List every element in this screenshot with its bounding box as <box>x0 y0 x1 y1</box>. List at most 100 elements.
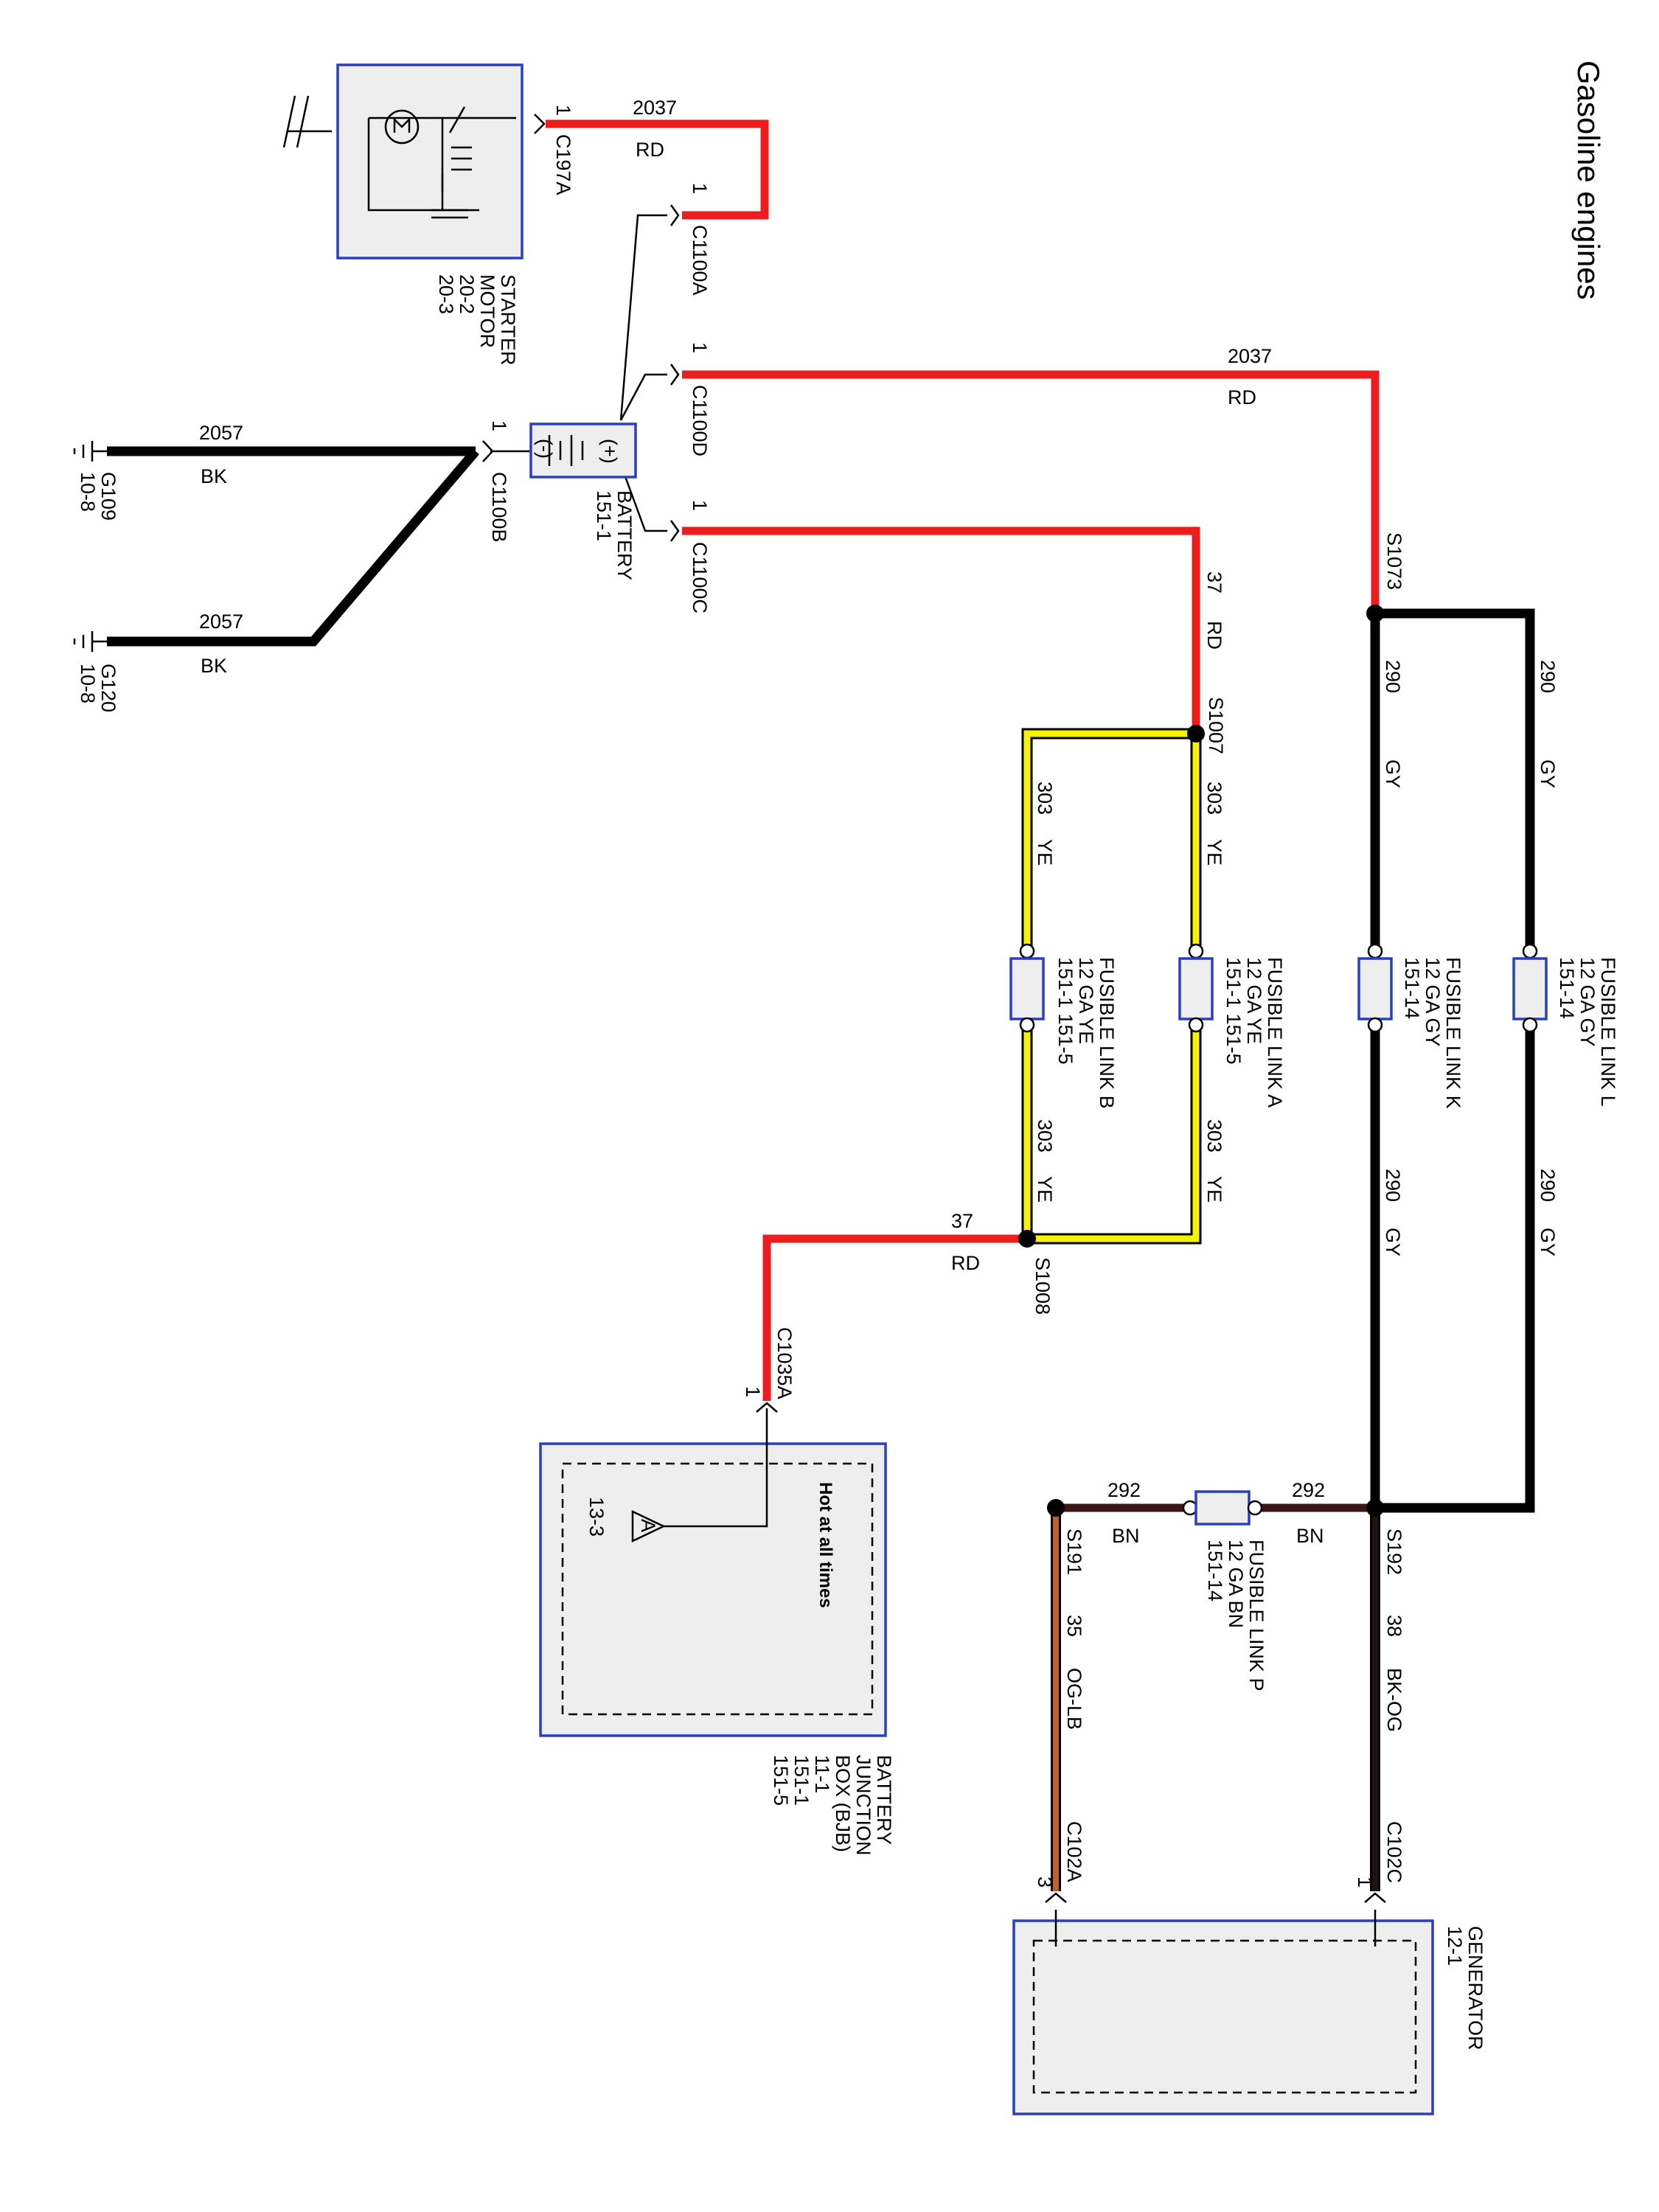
fusible-link-k <box>1357 943 1393 1033</box>
generator-label-1: GENERATOR <box>1464 1926 1486 2051</box>
starter-label-4: 20-3 <box>435 274 457 314</box>
generator-label-2: 12-1 <box>1444 1926 1466 1966</box>
wire-label-292-a: 292 <box>1107 1479 1141 1501</box>
c1100a-pin: 1 <box>689 183 711 194</box>
bjb-flag: A <box>637 1519 659 1532</box>
bjb-note: Hot at all times <box>815 1482 835 1608</box>
wire-label-gy-a: GY <box>1382 759 1404 788</box>
wire-label-38: 38 <box>1383 1615 1405 1637</box>
wire-label-37-a: 37 <box>1203 571 1225 594</box>
wire-label-ye-c: YE <box>1203 1176 1225 1203</box>
bjb-label-1: BATTERY <box>873 1755 895 1845</box>
wire-label-ye-a: YE <box>1203 839 1225 866</box>
fuse-a-ref: 151-1 151-5 <box>1222 957 1245 1065</box>
splice-s1073 <box>1366 605 1384 622</box>
wire-label-gy-d: GY <box>1537 1228 1559 1256</box>
generator <box>1012 1910 1434 2115</box>
fuse-b-name: FUSIBLE LINK B <box>1096 957 1118 1109</box>
fuse-k-name: FUSIBLE LINK K <box>1442 957 1464 1109</box>
wire-label-bk-a: BK <box>201 465 227 487</box>
wire-label-303-c: 303 <box>1203 1119 1225 1152</box>
wire-label-bn-a: BN <box>1112 1525 1140 1547</box>
bjb-label-6: 151-5 <box>770 1755 792 1806</box>
fusible-link-l <box>1512 943 1548 1033</box>
starter-label-2: MOTOR <box>476 274 498 348</box>
fuse-b-ref: 151-1 151-5 <box>1054 957 1077 1065</box>
wire-label-303-b: 303 <box>1034 782 1056 815</box>
s1008-label: S1008 <box>1032 1257 1054 1315</box>
wire-290-l-top <box>1375 608 1535 956</box>
wire-label-gy-c: GY <box>1382 1228 1404 1256</box>
ground-g120-icon <box>73 631 107 652</box>
wire-37-bjb <box>762 1234 1027 1401</box>
c1100b-pin: 1 <box>488 420 510 431</box>
wire-37-s1007 <box>682 526 1200 734</box>
battery-label-1: BATTERY <box>613 490 636 580</box>
s192-label: S192 <box>1383 1528 1405 1575</box>
bjb-label-2: JUNCTION <box>852 1755 874 1856</box>
bjb-label-5: 151-1 <box>790 1755 813 1806</box>
wire-label-rd-b: RD <box>1228 386 1256 408</box>
c1035a-label: C1035A <box>773 1327 796 1399</box>
wire-290-l-bottom <box>1375 1025 1535 1513</box>
g109-ref: 10-8 <box>77 472 99 512</box>
wire-label-2037-a: 2037 <box>633 97 677 119</box>
c197a-pin: 1 <box>552 105 574 116</box>
g109-label: G109 <box>97 472 119 521</box>
fuse-l-ref: 151-14 <box>1556 957 1578 1019</box>
fuse-l-spec: 12 GA GY <box>1576 957 1599 1047</box>
c1100b-label: C1100B <box>488 472 510 543</box>
c1100d-label: C1100D <box>689 385 711 456</box>
c1100c-pin: 1 <box>689 500 711 511</box>
s1007-label: S1007 <box>1205 697 1227 754</box>
splice-s1008 <box>1018 1230 1036 1248</box>
fuse-b-spec: 12 GA YE <box>1075 957 1097 1044</box>
bjb-ref: 13-3 <box>585 1497 608 1537</box>
fusible-link-p <box>1182 1490 1263 1526</box>
battery-plus: (+) <box>599 439 621 464</box>
splice-s192 <box>1366 1499 1384 1517</box>
wire-label-2057-a: 2057 <box>199 422 243 444</box>
wire-label-35: 35 <box>1063 1615 1085 1637</box>
connector-arrows <box>482 114 1386 1903</box>
wires-303-ye <box>1021 728 1202 1245</box>
c102c-label: C102C <box>1383 1821 1405 1883</box>
starter-label-1: STARTER <box>497 274 519 366</box>
fuse-k-spec: 12 GA GY <box>1422 957 1444 1047</box>
wire-label-2057-b: 2057 <box>199 611 243 633</box>
fusible-link-b <box>1009 943 1045 1033</box>
wire-label-290-c: 290 <box>1382 1169 1404 1202</box>
wire-label-303-d: 303 <box>1034 1119 1056 1152</box>
fuse-p-ref: 151-14 <box>1204 1540 1226 1601</box>
wire-2037-starter <box>546 119 769 220</box>
wire-label-oglb: OG-LB <box>1063 1668 1085 1730</box>
starter-label-3: 20-2 <box>456 274 478 314</box>
c1035a-pin: 1 <box>742 1386 764 1397</box>
wire-label-290-b: 290 <box>1537 660 1559 693</box>
g120-ref: 10-8 <box>77 664 99 703</box>
wire-label-gy-b: GY <box>1537 759 1559 788</box>
c1100a-label: C1100A <box>689 225 711 296</box>
bjb-label-3: BOX (BJB) <box>832 1755 854 1852</box>
battery: (+) (-) <box>529 422 637 479</box>
ground-g109-icon <box>73 441 107 462</box>
splice-s1007 <box>1187 725 1205 742</box>
wire-label-rd-d: RD <box>951 1252 980 1274</box>
fuse-k-ref: 151-14 <box>1401 957 1423 1019</box>
battery-label-2: 151-1 <box>593 490 615 541</box>
g120-label: G120 <box>97 664 119 712</box>
page-title: Gasoline engines <box>1571 60 1606 300</box>
battery-junction-box <box>539 1408 887 1737</box>
c102c-pin: 1 <box>1354 1877 1376 1888</box>
c197a-label: C197A <box>552 134 574 195</box>
wire-label-ye-b: YE <box>1034 839 1056 866</box>
c102a-pin: 3 <box>1034 1877 1056 1888</box>
wire-label-37-b: 37 <box>951 1210 973 1232</box>
wire-label-ye-d: YE <box>1034 1176 1056 1203</box>
wire-label-bn-b: BN <box>1296 1525 1324 1547</box>
wire-2037-main <box>682 370 1380 613</box>
starter-motor <box>282 63 524 260</box>
bjb-label-4: 11-1 <box>811 1755 833 1793</box>
battery-leads <box>490 214 667 532</box>
